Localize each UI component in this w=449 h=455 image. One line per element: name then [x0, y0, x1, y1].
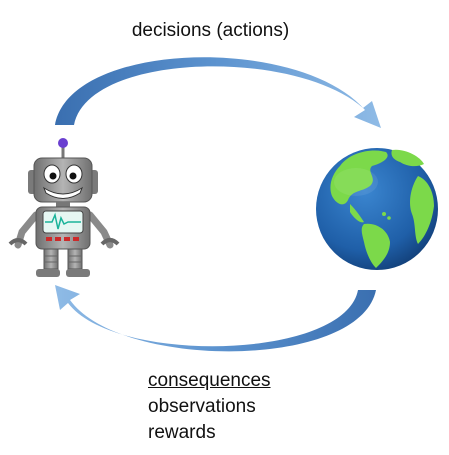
- consequences-label: consequences: [148, 370, 271, 391]
- feedback-arrow: [55, 285, 376, 352]
- decisions-label: decisions (actions): [131, 20, 290, 41]
- observations-label: observations: [148, 396, 256, 417]
- globe-icon: [316, 148, 438, 270]
- feedback-labels: consequences observations rewards: [148, 368, 271, 446]
- rewards-label: rewards: [148, 422, 216, 443]
- action-arrow: [55, 57, 381, 128]
- robot-icon: [8, 138, 120, 277]
